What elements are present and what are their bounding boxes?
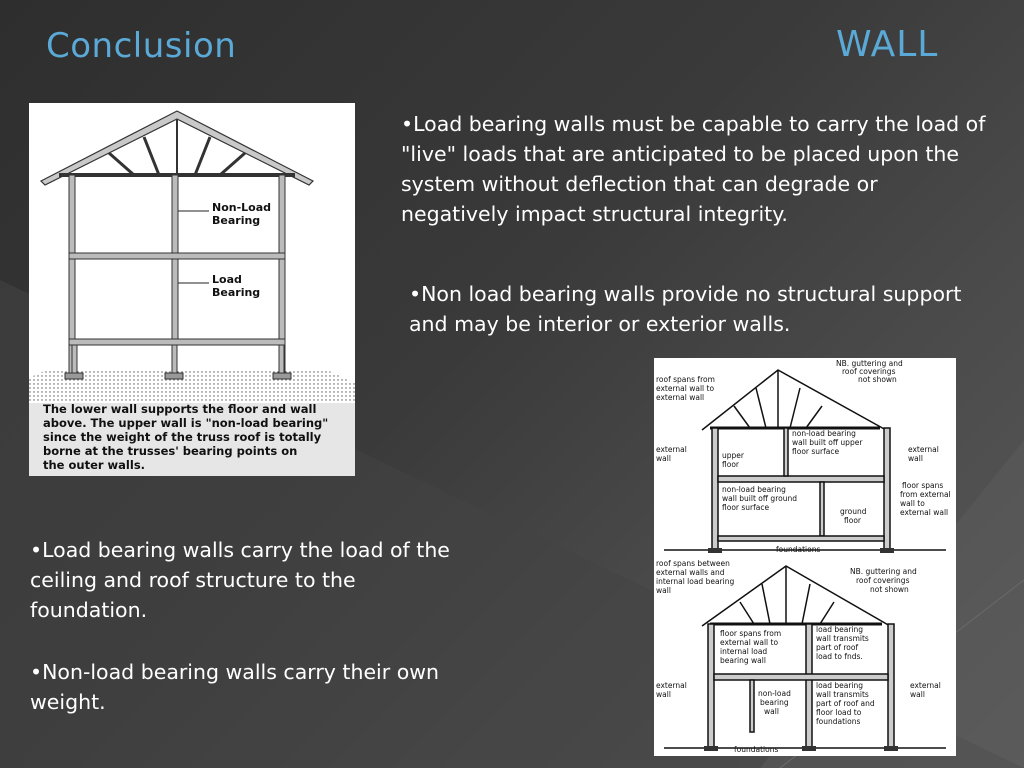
paragraph-non-load-bearing-support: •Non load bearing walls provide no struc… xyxy=(409,282,962,336)
fig2-top-ext-right: wall xyxy=(908,454,923,463)
fig2-top-floorspans: wall to xyxy=(900,499,925,508)
label-load-line2: Bearing xyxy=(212,286,260,299)
fig2-bottom-roof-label: wall xyxy=(656,586,671,595)
fig2-top-floorspans: floor spans xyxy=(902,481,943,490)
fig2-bottom-loadbearing-floor: part of roof and xyxy=(816,699,875,708)
fig2-top-nb-note: roof coverings xyxy=(842,367,896,376)
figure1-caption-line: The lower wall supports the floor and wa… xyxy=(43,402,316,416)
fig2-bottom-ext-right: wall xyxy=(910,690,925,699)
label-load-line1: Load xyxy=(212,273,242,286)
slide-title: Conclusion xyxy=(46,26,237,66)
house-sections-image: NB. guttering and roof coverings not sho… xyxy=(654,358,956,756)
label-nonload-line2: Bearing xyxy=(212,214,260,227)
fig2-bottom-floorspans: floor spans from xyxy=(720,629,781,638)
fig2-bottom-loadbearing-roof: wall transmits xyxy=(816,634,869,643)
paragraph-non-load-own-weight: •Non-load bearing walls carry their own … xyxy=(30,660,439,714)
fig2-top-upper-floor: floor xyxy=(722,460,740,469)
fig2-bottom-floorspans: internal load xyxy=(720,647,767,656)
fig2-bottom-loadbearing-floor: foundations xyxy=(816,717,860,726)
fig2-top-nb-note: NB. guttering and xyxy=(836,359,903,368)
fig2-top-nonload-label: non-load bearing xyxy=(792,429,856,438)
fig2-bottom-loadbearing-roof: load bearing xyxy=(816,625,863,634)
fig2-bottom-roof-label: internal load bearing xyxy=(656,577,734,586)
fig2-top-ext-left: external xyxy=(656,445,687,454)
fig2-top-nonload-ground: floor surface xyxy=(722,503,769,512)
figure1-caption-line: borne at the trusses' bearing points on xyxy=(43,444,297,458)
figure1-caption-line: since the weight of the truss roof is to… xyxy=(43,430,322,444)
fig2-bottom-loadbearing-floor: floor load to xyxy=(816,708,862,717)
figure1-caption-line: above. The upper wall is "non-load beari… xyxy=(43,416,328,430)
fig2-top-ground-floor: ground xyxy=(840,507,867,516)
fig2-top-roof-label: roof spans from xyxy=(656,375,715,384)
fig2-bottom-ext-left: external xyxy=(656,681,687,690)
fig2-bottom-floorspans: bearing wall xyxy=(720,656,766,665)
fig2-bottom-nb-note: not shown xyxy=(870,585,909,594)
fig2-top-roof-label: external wall xyxy=(656,393,704,402)
fig2-top-floorspans: external wall xyxy=(900,508,948,517)
fig2-top-upper-floor: upper xyxy=(722,451,745,460)
fig2-top-nonload-ground: non-load bearing xyxy=(722,485,786,494)
fig2-top-ext-left: wall xyxy=(656,454,671,463)
fig2-bottom-loadbearing-floor: load bearing xyxy=(816,681,863,690)
fig2-bottom-loadbearing-roof: load to fnds. xyxy=(816,652,863,661)
fig2-bottom-loadbearing-roof: part of roof xyxy=(816,643,858,652)
fig2-bottom-nonload: non-load xyxy=(758,689,791,698)
fig2-bottom-floorspans: external wall to xyxy=(720,638,778,647)
fig2-bottom-nonload: wall xyxy=(764,707,779,716)
fig2-top-floorspans: from external xyxy=(900,490,951,499)
house-diagram-image: Non-Load Bearing Load Bearing The lower … xyxy=(29,103,355,476)
fig2-bottom-ext-left: wall xyxy=(656,690,671,699)
label-nonload-line1: Non-Load xyxy=(212,201,271,214)
fig2-bottom-nb-note: NB. guttering and xyxy=(850,567,917,576)
fig2-top-ground-floor: floor xyxy=(844,516,862,525)
fig2-top-ext-right: external xyxy=(908,445,939,454)
fig2-bottom-roof-label: roof spans between xyxy=(656,559,730,568)
figure1-caption-line: the outer walls. xyxy=(43,458,145,472)
fig2-bottom-roof-label: external walls and xyxy=(656,568,725,577)
fig2-top-nonload-label: floor surface xyxy=(792,447,839,456)
fig2-top-foundations: foundations xyxy=(776,545,820,554)
fig2-top-nonload-ground: wall built off ground xyxy=(722,494,797,503)
paragraph-load-bearing-live-loads: •Load bearing walls must be capable to c… xyxy=(401,112,986,226)
fig2-bottom-nonload: bearing xyxy=(760,698,789,707)
fig2-bottom-foundations: foundations xyxy=(734,745,778,754)
fig2-top-nonload-label: wall built off upper xyxy=(792,438,863,447)
fig2-top-roof-label: external wall to xyxy=(656,384,714,393)
slide-subtitle: WALL xyxy=(836,24,939,65)
fig2-bottom-ext-right: external xyxy=(910,681,941,690)
fig2-top-nb-note: not shown xyxy=(858,375,897,384)
fig2-bottom-nb-note: roof coverings xyxy=(856,576,910,585)
paragraph-load-bearing-ceiling: •Load bearing walls carry the load of th… xyxy=(30,538,450,622)
fig2-bottom-loadbearing-floor: wall transmits xyxy=(816,690,869,699)
